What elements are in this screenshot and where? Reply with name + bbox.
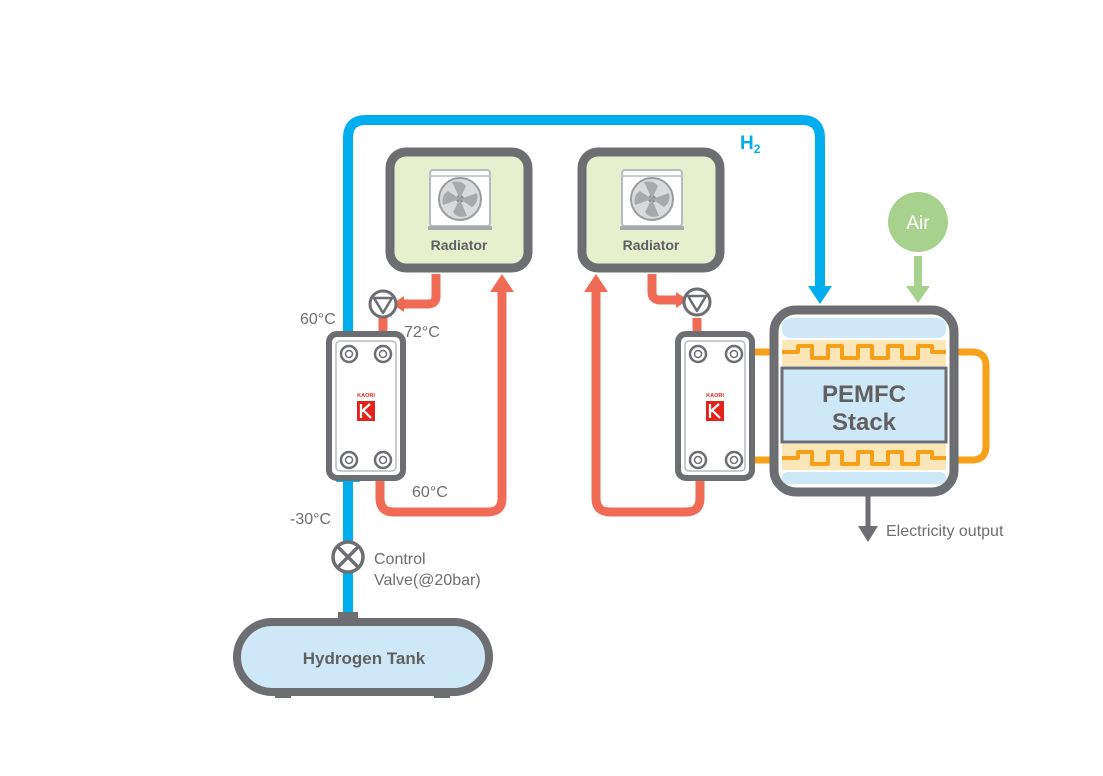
kaori-logo: KAORI <box>357 393 375 421</box>
fan-icon <box>620 169 684 230</box>
fan-icon <box>428 169 492 230</box>
control-valve-icon <box>331 540 365 574</box>
radiator-left-label: Radiator <box>431 237 488 253</box>
radiator-left: Radiator <box>385 147 533 273</box>
temp-label-60-bottom: 60°C <box>412 484 448 501</box>
temp-label-60-left: 60°C <box>300 311 336 328</box>
air-inlet: Air <box>888 192 948 303</box>
hydrogen-tank: Hydrogen Tank <box>233 612 493 698</box>
stack-title-line2: Stack <box>832 409 897 436</box>
brand-text: KAORI <box>357 393 375 399</box>
radiator-right: Radiator <box>577 147 725 273</box>
electricity-output-label: Electricity output <box>886 523 1004 540</box>
radiator-right-label: Radiator <box>623 237 680 253</box>
temp-label-72: 72°C <box>404 324 440 341</box>
control-valve-label-2: Valve(@20bar) <box>374 572 481 589</box>
hydrogen-tank-label: Hydrogen Tank <box>303 649 426 668</box>
h2-label: H2 <box>740 133 761 156</box>
heat-exchanger-left: KAORI <box>326 331 406 481</box>
control-valve-label-1: Control <box>374 551 426 568</box>
stack-title-line1: PEMFC <box>822 381 906 408</box>
kaori-logo: KAORI <box>706 393 724 421</box>
coolant-loop-right <box>584 274 707 517</box>
pump-icon <box>682 287 712 317</box>
heat-exchanger-right: KAORI <box>675 331 755 481</box>
air-label: Air <box>906 213 930 234</box>
coolant-loop-left <box>373 274 514 517</box>
pump-icon <box>368 289 398 319</box>
brand-text: KAORI <box>706 393 724 399</box>
pemfc-stack: PEMFC Stack <box>769 305 959 497</box>
temp-label-minus30: -30°C <box>290 511 331 528</box>
stack-cooling-loop <box>738 348 990 464</box>
electricity-output: Electricity output <box>858 492 1004 542</box>
